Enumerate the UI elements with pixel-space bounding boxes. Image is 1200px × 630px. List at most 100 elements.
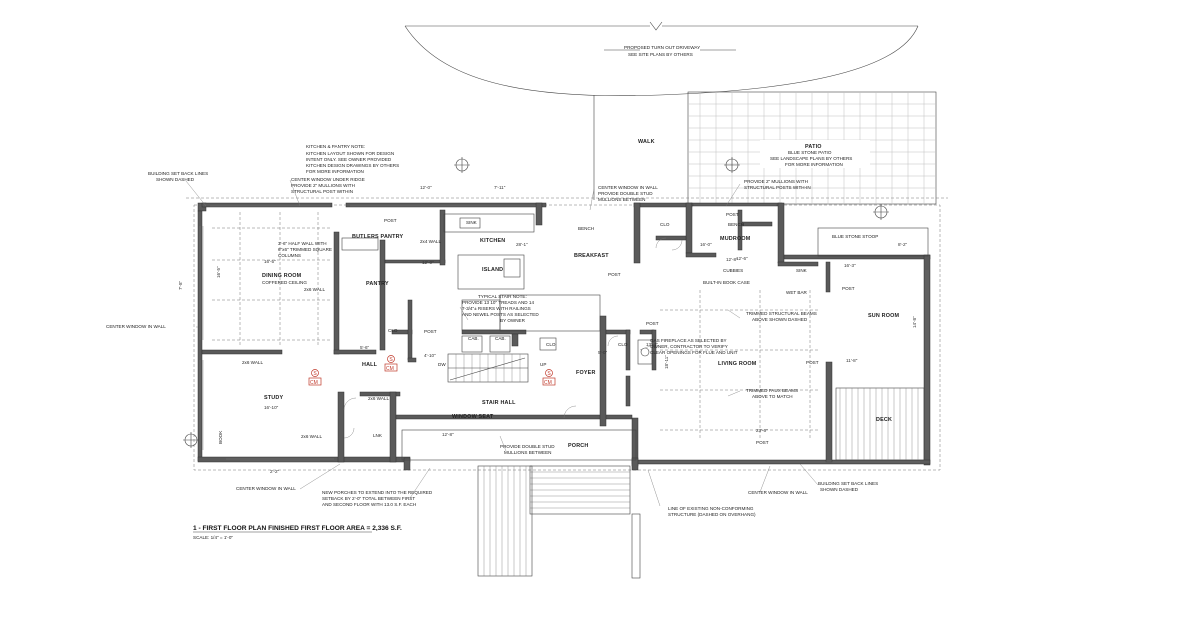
room-label-clo-1: CLO bbox=[660, 222, 670, 227]
note-driveway: PROPOSED TURN OUT DRIVEWAY bbox=[624, 45, 700, 50]
room-label-clo-3: CLO bbox=[618, 342, 628, 347]
room-label-window-seat: WINDOW SEAT bbox=[452, 414, 494, 420]
note-kitchen-1: KITCHEN & PANTRY NOTE: bbox=[306, 144, 365, 149]
dim-22: 12'-0" bbox=[422, 260, 434, 265]
note-center-wall-1: CENTER WINDOW IN WALL bbox=[598, 185, 658, 190]
room-label-patio: PATIO bbox=[805, 144, 822, 150]
room-label-bench-1: BENCH bbox=[578, 226, 594, 231]
room-label-foyer: FOYER bbox=[576, 370, 596, 376]
room-label-pantry: PANTRY bbox=[366, 281, 389, 287]
room-label-dining-room: DINING ROOM bbox=[262, 273, 302, 279]
dim-16: 5'-6" bbox=[360, 345, 370, 350]
room-label-post-3: POST bbox=[806, 360, 819, 365]
drawing-title: 1 - FIRST FLOOR PLAN FINISHED FIRST FLOO… bbox=[193, 525, 402, 532]
note-nonconf-2: STRUCTURE (DASHED ON OVERHANG) bbox=[668, 512, 756, 517]
note-center-ridge-1: CENTER WINDOW UNDER RIDGE bbox=[291, 177, 365, 182]
svg-text:S: S bbox=[389, 357, 393, 363]
room-label-post-8: POST bbox=[424, 329, 437, 334]
note-patio-2: SEE LANDSCAPE PLANS BY OTHERS bbox=[770, 156, 852, 161]
dim-14: 18'-11" bbox=[664, 355, 669, 369]
room-label-stair-hall: STAIR HALL bbox=[482, 400, 516, 406]
note-double-stud-1: PROVIDE DOUBLE STUD bbox=[500, 444, 555, 449]
note-double-stud-2: MULLIONS BETWEEN bbox=[504, 450, 551, 455]
note-faux-1: TRIMMED FAUX BEAMS bbox=[746, 388, 798, 393]
stair bbox=[447, 353, 529, 383]
note-center-ridge-3: STRUCTURAL POST WITHIN bbox=[291, 189, 353, 194]
note-wall-2x6-1: 2x6 WALL bbox=[242, 360, 263, 365]
note-half-wall-2: 6"x6" TRIMMED SQUARE bbox=[278, 247, 332, 252]
smoke-co-detector-icon: S CM bbox=[384, 355, 398, 372]
note-wall-2x6-4: 2x6 WALL bbox=[368, 396, 389, 401]
room-label-cab-1: CAB. bbox=[468, 336, 479, 341]
note-kitchen-5: FOR MORE INFORMATION bbox=[306, 169, 364, 174]
room-label-cab-2: CAB. bbox=[495, 336, 506, 341]
room-label-butlers-pantry: BUTLERS PANTRY bbox=[352, 234, 404, 240]
room-label-hall: HALL bbox=[362, 362, 378, 368]
room-label-mudroom: MUDROOM bbox=[720, 236, 751, 242]
note-half-wall-3: COLUMNS bbox=[278, 253, 301, 258]
note-fireplace-2: OWNER, CONTRACTOR TO VERIFY bbox=[650, 344, 728, 349]
room-label-living-room: LIVING ROOM bbox=[718, 361, 757, 367]
note-mullion-2: STRUCTURAL POSTS WITH-IN bbox=[744, 185, 811, 190]
dim-12: 8'-2" bbox=[898, 242, 908, 247]
note-stair-2: PROVIDE 13 10" TREADS AND 14 bbox=[462, 300, 534, 305]
interior-walls bbox=[201, 209, 833, 463]
room-label-bench-2: BENCH bbox=[728, 222, 744, 227]
svg-text:S: S bbox=[547, 371, 551, 377]
svg-text:CM: CM bbox=[310, 380, 318, 386]
dim-21: 16'-5" bbox=[216, 266, 221, 278]
room-label-lnk: LNK bbox=[373, 433, 383, 438]
room-label-post-1: POST bbox=[384, 218, 397, 223]
room-label-sink-1: SINK bbox=[466, 220, 478, 225]
note-fireplace-1: GAS FIREPLACE AS SELECTED BY bbox=[650, 338, 727, 343]
dim-11: 16'-3" bbox=[844, 263, 856, 268]
room-label-clo-4: CLO bbox=[546, 342, 556, 347]
note-patio-3: FOR MORE INFORMATION bbox=[785, 162, 843, 167]
dim-7: 16'-10" bbox=[264, 405, 279, 410]
note-nonconf-1: LINE OF EXISTING NON-CONFORMING bbox=[668, 506, 754, 511]
leader-lines bbox=[185, 179, 819, 507]
dim-2: 7'-11" bbox=[494, 185, 506, 190]
note-mullion-1: PROVIDE 2" MULLIONS WITH bbox=[744, 179, 808, 184]
note-center-window-bottom-left: CENTER WINDOW IN WALL bbox=[236, 486, 296, 491]
room-label-up: UP bbox=[540, 362, 546, 367]
note-porch-ext-3: AND SECOND FLOOR WITH 13.0 S.F. EACH bbox=[322, 502, 416, 507]
dim-9: 14'-8" bbox=[912, 316, 917, 328]
note-porch-ext-2: SETBACK BY 2'-0" TOTAL BETWEEN FIRST bbox=[322, 496, 415, 501]
svg-text:S: S bbox=[313, 371, 317, 377]
note-stair-4: AND NEWEL POSTS AS SELECTED bbox=[462, 312, 539, 317]
note-center-ridge-2: PROVIDE 2" MULLIONS WITH bbox=[291, 183, 355, 188]
note-porch-ext-1: NEW PORCHES TO EXTEND INTO THE REQUIRED bbox=[322, 490, 433, 495]
dim-18: 2'-2" bbox=[270, 469, 280, 474]
north-arrow-icon bbox=[183, 157, 889, 448]
driveway bbox=[404, 21, 919, 200]
note-wall-2x6-3: 2x6 WALL bbox=[301, 434, 322, 439]
dim-4: 16'-5" bbox=[264, 259, 276, 264]
front-steps bbox=[477, 465, 641, 579]
room-label-breakfast: BREAKFAST bbox=[574, 253, 609, 259]
note-half-wall-1: 3'-6" HALF WALL WITH bbox=[278, 241, 327, 246]
note-wall-2x6-2: 2x6 WALL bbox=[304, 287, 325, 292]
note-beams-2: ABOVE SHOWN DASHED bbox=[752, 317, 808, 322]
dim-8: 23'-6" bbox=[756, 428, 768, 433]
room-label-blue-stone-stoop: BLUE STONE STOOP bbox=[832, 234, 878, 239]
room-label-wet-bar: WET BAR bbox=[786, 290, 808, 295]
smoke-co-detector-icon: S CM bbox=[542, 369, 556, 386]
patio-paving bbox=[687, 91, 937, 205]
note-beams-1: TRIMMED STRUCTURAL BEAMS bbox=[746, 311, 817, 316]
note-setback-1: BUILDING SET BACK LINES bbox=[148, 171, 208, 176]
note-center-wall-3: MULLIONS BETWEEN bbox=[598, 197, 645, 202]
note-kitchen-2: KITCHEN LAYOUT SHOWN FOR DESIGN bbox=[306, 151, 394, 156]
note-center-window-bottom-right: CENTER WINDOW IN WALL bbox=[748, 490, 808, 495]
note-center-wall-2: PROVIDE DOUBLE STUD bbox=[598, 191, 653, 196]
room-label-clo-2: CLO bbox=[388, 328, 398, 333]
room-label-sink-2: SINK bbox=[796, 268, 808, 273]
room-label-sun-room: SUN ROOM bbox=[868, 313, 900, 319]
svg-text:CM: CM bbox=[386, 366, 394, 372]
dim-20: 12'-6" bbox=[736, 256, 748, 261]
room-label-post-5: POST bbox=[646, 321, 659, 326]
dim-13: 13'-4" bbox=[646, 342, 658, 347]
room-label-deck: DECK bbox=[876, 417, 892, 423]
dim-1: 12'-0" bbox=[420, 185, 432, 190]
